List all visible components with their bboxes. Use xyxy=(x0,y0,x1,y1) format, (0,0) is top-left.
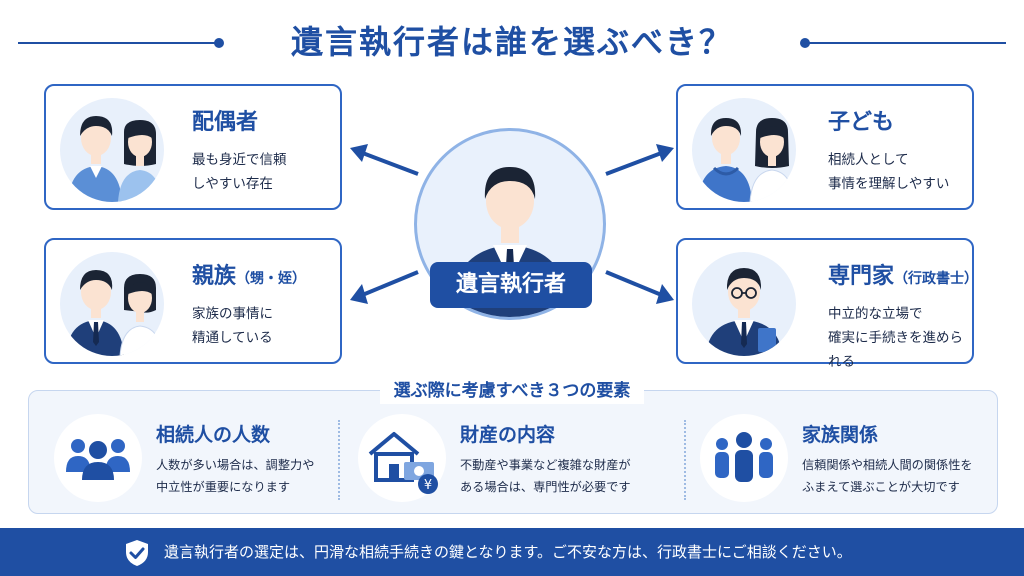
house-money-icon: ¥ xyxy=(358,414,446,502)
footer-text: 遺言執行者の選定は、円滑な相続手続きの鍵となります。ご不安な方は、行政書士にご相… xyxy=(164,543,852,561)
card-expert: 専門家（行政書士） 中立的な立場で 確実に手続きを進められる xyxy=(676,238,978,370)
card-description: 家族の事情に 精通している xyxy=(192,306,273,346)
yen-symbol: ¥ xyxy=(424,478,432,493)
shield-check-icon xyxy=(126,540,148,566)
factor-divider xyxy=(338,420,340,500)
factor-description: 不動産や事業など複雑な財産が ある場合は、専門性が必要です xyxy=(460,458,631,494)
executor-label: 遺言執行者 xyxy=(430,262,592,308)
arrow-to-spouse-icon xyxy=(350,144,419,176)
card-title: 配偶者 xyxy=(192,110,259,135)
factor-title: 相続人の人数 xyxy=(156,424,271,446)
people-group-icon xyxy=(54,414,142,502)
nephew-niece-avatar-icon xyxy=(60,252,164,356)
card-child: 子ども 相続人として 事情を理解しやすい xyxy=(676,84,974,210)
factor-title: 財産の内容 xyxy=(460,424,556,446)
title-line-right xyxy=(806,42,1006,44)
children-avatar-icon xyxy=(692,98,796,202)
card-description: 最も身近で信頼 しやすい存在 xyxy=(192,152,287,192)
card-title: 子ども xyxy=(828,110,895,135)
card-title: 専門家（行政書士） xyxy=(828,264,979,289)
card-title: 親族（甥・姪） xyxy=(192,264,307,289)
couple-avatar-icon xyxy=(60,98,164,202)
factor-description: 人数が多い場合は、調整力や 中立性が重要になります xyxy=(156,458,315,494)
arrow-to-expert-icon xyxy=(605,270,674,304)
card-spouse: 配偶者 最も身近で信頼 しやすい存在 xyxy=(44,84,342,210)
expert-avatar-icon xyxy=(692,252,796,356)
arrow-to-child-icon xyxy=(605,144,674,176)
title-dot-left xyxy=(214,38,224,48)
factor-description: 信頼関係や相続人間の関係性を ふまえて選ぶことが大切です xyxy=(802,458,973,494)
title-line-left xyxy=(18,42,218,44)
card-description: 中立的な立場で 確実に手続きを進められる xyxy=(828,306,963,370)
card-relative: 親族（甥・姪） 家族の事情に 精通している xyxy=(44,238,342,364)
family-icon xyxy=(700,414,788,502)
page-title: 遺言執行者は誰を選ぶべき？ xyxy=(290,23,733,61)
arrow-to-relative-icon xyxy=(350,270,419,304)
card-description: 相続人として 事情を理解しやすい xyxy=(828,152,950,192)
footer-banner: 遺言執行者の選定は、円滑な相続手続きの鍵となります。ご不安な方は、行政書士にご相… xyxy=(0,528,1024,576)
title-dot-right xyxy=(800,38,810,48)
factor-divider xyxy=(684,420,686,500)
factors-panel xyxy=(28,390,998,514)
factor-title: 家族関係 xyxy=(802,424,879,446)
factors-heading: 選ぶ際に考慮すべき３つの要素 xyxy=(0,378,1024,404)
